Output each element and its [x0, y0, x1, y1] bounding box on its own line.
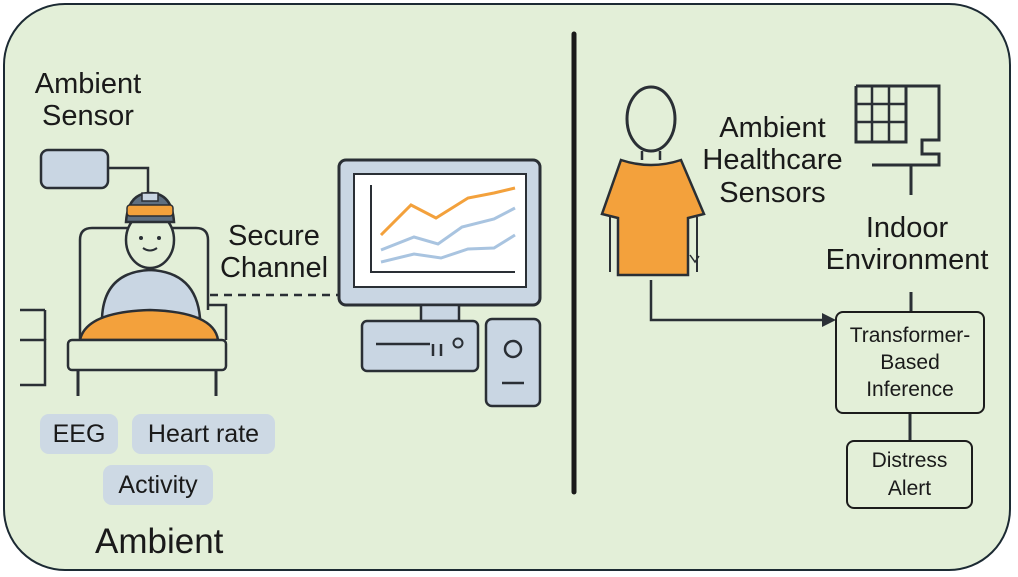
- computer-monitor-icon: [337, 158, 542, 373]
- floor-plan-icon: [854, 84, 941, 195]
- inference-box: Transformer- Based Inference: [835, 311, 985, 414]
- sensor-to-inference-arrow: [649, 280, 825, 322]
- person-icon: [600, 85, 706, 277]
- arrow-head: [822, 313, 836, 327]
- indoor-environment-label: Indoor Environment: [825, 212, 989, 277]
- healthcare-sensors-label: Ambient Healthcare Sensors: [702, 112, 843, 209]
- distress-alert-box: Distress Alert: [846, 440, 973, 509]
- secure-channel-label: Secure Channel: [219, 220, 329, 285]
- patient-bed-icon: [20, 191, 228, 396]
- diagram-caption: Ambient: [95, 522, 224, 561]
- signal-chip-heart-rate: Heart rate: [132, 414, 275, 454]
- ambient-sensor-label: Ambient Sensor: [34, 68, 142, 133]
- signal-chip-activity: Activity: [103, 465, 213, 505]
- desktop-tower-icon: [484, 317, 542, 408]
- sensor-box-icon: [39, 148, 150, 192]
- signal-chip-eeg: EEG: [40, 414, 118, 454]
